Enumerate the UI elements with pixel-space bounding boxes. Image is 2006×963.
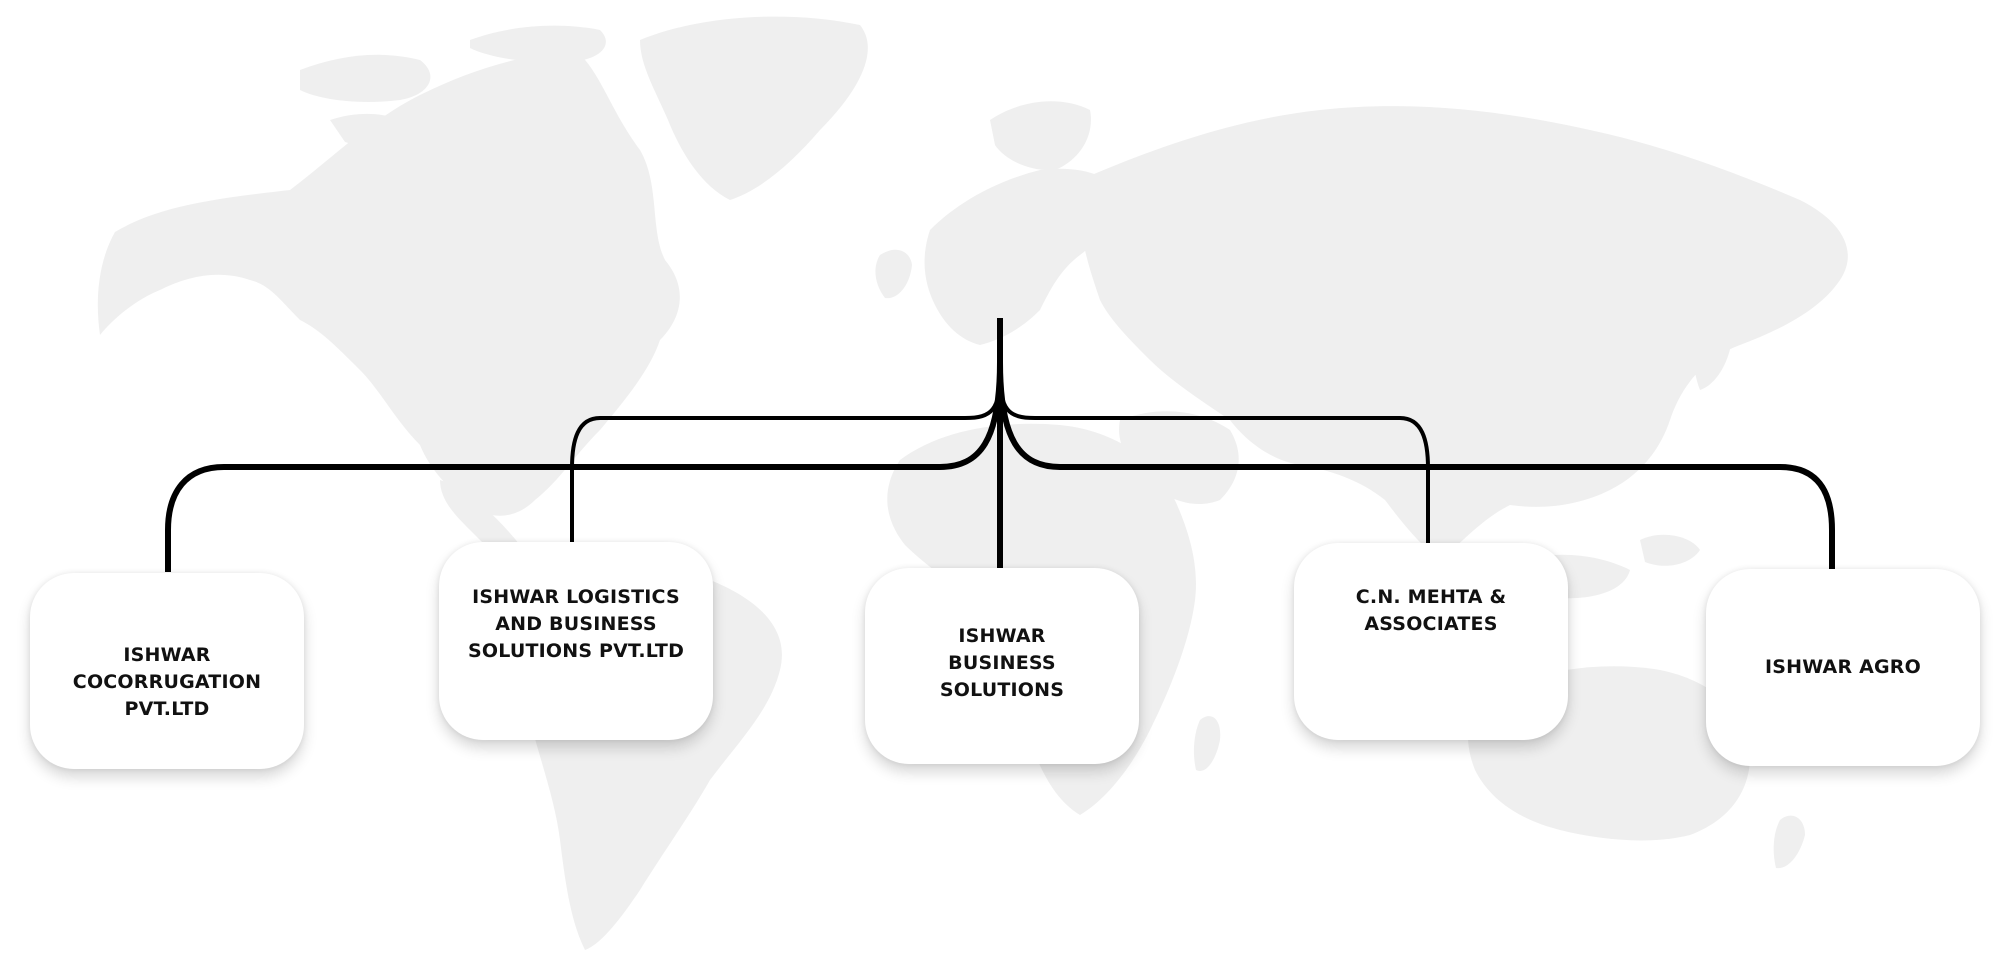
edge-node-5 <box>997 361 1835 572</box>
node-label-line: COCORRUGATION <box>72 670 262 693</box>
node-label-line: ISHWAR <box>123 643 211 666</box>
node-label-line: ISHWAR <box>958 624 1046 647</box>
node-cn-mehta-associates: C.N. MEHTA & ASSOCIATES <box>1294 543 1568 740</box>
node-label-line: PVT.LTD <box>124 697 210 720</box>
node-ishwar-agro: ISHWAR AGRO <box>1706 569 1980 766</box>
node-ishwar-logistics: ISHWAR LOGISTICS AND BUSINESS SOLUTIONS … <box>439 542 713 740</box>
node-label-line: ISHWAR AGRO <box>1765 656 1921 678</box>
node-label-line: ASSOCIATES <box>1364 612 1498 635</box>
node-label-line: ISHWAR LOGISTICS <box>472 585 680 608</box>
edge-node-2 <box>570 371 1002 542</box>
node-ishwar-business-solutions: ISHWAR BUSINESS SOLUTIONS <box>865 568 1139 764</box>
node-label-line: SOLUTIONS PVT.LTD <box>467 639 685 662</box>
node-ishwar-cocorrugation: ISHWAR COCORRUGATION PVT.LTD <box>30 573 304 769</box>
node-label-line: BUSINESS <box>948 651 1056 674</box>
edge-node-1 <box>165 361 1003 572</box>
node-label: ISHWAR LOGISTICS AND BUSINESS SOLUTIONS … <box>468 584 684 699</box>
node-label-line: C.N. MEHTA & <box>1355 585 1507 608</box>
edge-node-4 <box>998 371 1430 543</box>
node-label: ISHWAR BUSINESS SOLUTIONS <box>940 623 1064 710</box>
node-label: ISHWAR COCORRUGATION PVT.LTD <box>73 620 261 723</box>
node-label: ISHWAR AGRO <box>1765 654 1921 681</box>
node-label-line: SOLUTIONS <box>939 678 1065 701</box>
node-label-line: AND BUSINESS <box>495 612 657 635</box>
node-label: C.N. MEHTA & ASSOCIATES <box>1356 584 1506 700</box>
